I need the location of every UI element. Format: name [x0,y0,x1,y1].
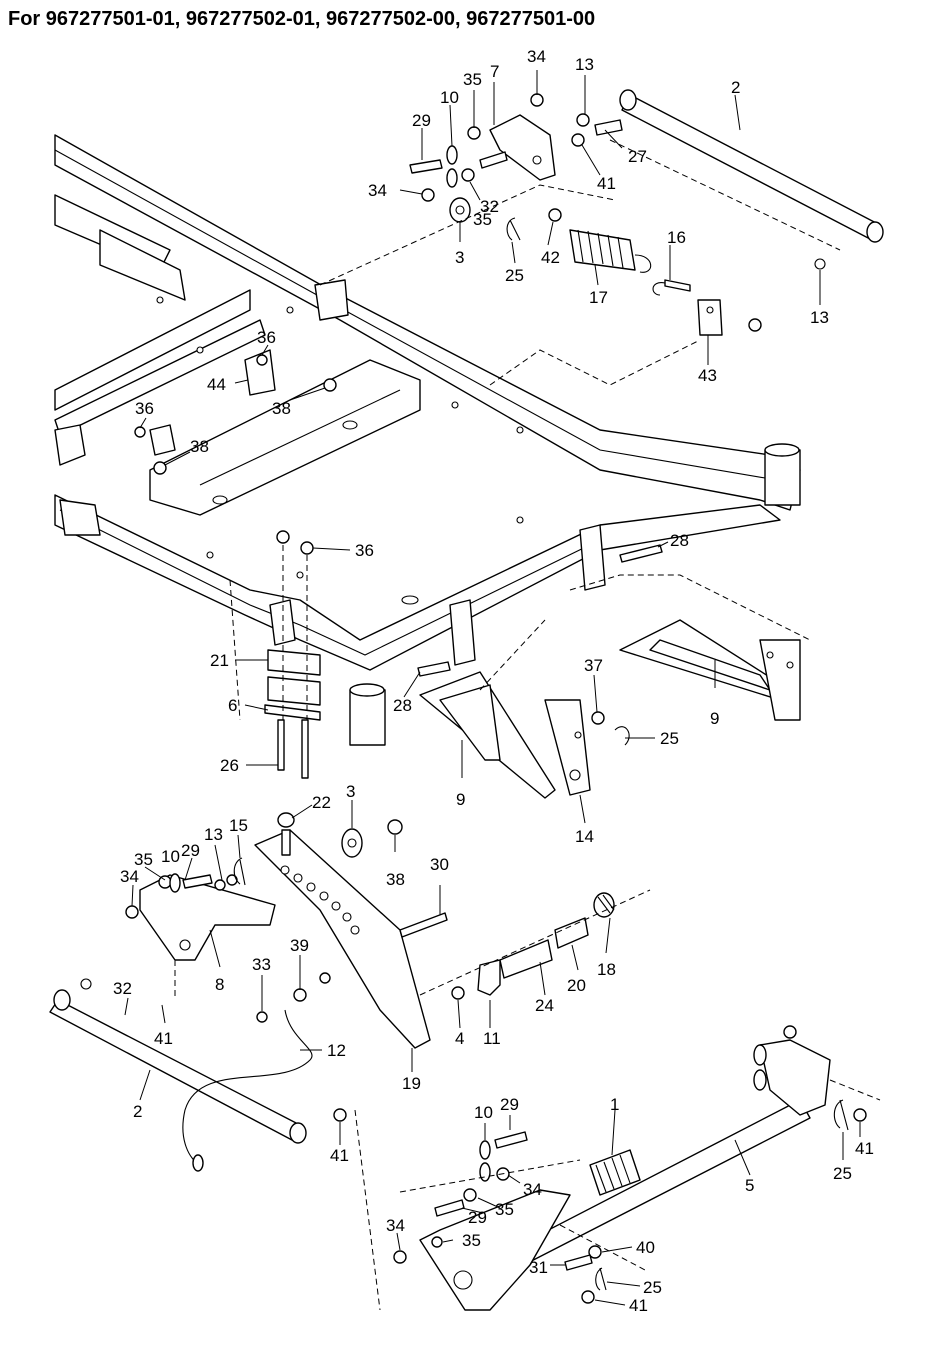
callout: 6 [228,696,237,715]
callout: 30 [430,855,449,874]
callout: 26 [220,756,239,775]
mower-frame [54,134,801,746]
callout: 36 [257,328,276,347]
callout: 36 [355,541,374,560]
callout: 16 [667,228,686,247]
callout: 10 [440,88,459,107]
callout: 21 [210,651,229,670]
callout: 43 [698,366,717,385]
callout: 13 [204,825,223,844]
lower-right-shaft-assembly [354,1025,881,1311]
callout-labels: 34 35 7 13 2 10 29 27 41 32 34 35 3 16 4… [113,47,874,1315]
callout: 41 [597,174,616,193]
callout: 29 [468,1208,487,1227]
callout: 34 [120,867,139,886]
callout: 32 [480,197,499,216]
callout: 1 [610,1095,619,1114]
lift-arms [417,544,801,799]
callout: 9 [456,790,465,809]
mid-brackets [134,349,337,475]
callout: 41 [855,1139,874,1158]
callout: 25 [833,1164,852,1183]
callout: 28 [670,531,689,550]
callout: 4 [455,1029,464,1048]
callout: 3 [346,782,355,801]
guide-lines [174,139,841,1000]
callout: 32 [113,979,132,998]
callout: 13 [810,308,829,327]
callout: 38 [272,399,291,418]
callout: 15 [229,816,248,835]
callout: 24 [535,996,554,1015]
callout: 35 [495,1200,514,1219]
callout: 35 [134,850,153,869]
callout: 29 [500,1095,519,1114]
callout: 34 [368,181,387,200]
callout: 36 [135,399,154,418]
callout: 2 [731,78,740,97]
callout: 10 [161,847,180,866]
upper-linkage-assembly [409,89,884,336]
callout: 20 [567,976,586,995]
callout: 41 [330,1146,349,1165]
callout: 3 [455,248,464,267]
callout: 31 [529,1258,548,1277]
callout: 41 [154,1029,173,1048]
callout: 35 [462,1231,481,1250]
callout: 39 [290,936,309,955]
callout: 27 [628,147,647,166]
lower-pedal-assembly [49,812,651,1172]
page-title: For 967277501-01, 967277502-01, 96727750… [8,8,596,30]
callout: 42 [541,248,560,267]
callout: 5 [745,1176,754,1195]
callout: 13 [575,55,594,74]
callout: 12 [327,1041,346,1060]
callout: 29 [181,841,200,860]
callout: 18 [597,960,616,979]
callout: 34 [523,1180,542,1199]
callout: 25 [505,266,524,285]
callout: 33 [252,955,271,974]
callout: 10 [474,1103,493,1122]
callout: 38 [190,437,209,456]
callout: 35 [463,70,482,89]
callout: 29 [412,111,431,130]
callout: 44 [207,375,226,394]
callout: 11 [483,1029,501,1048]
callout: 22 [312,793,331,812]
callout: 34 [386,1216,405,1235]
callout: 7 [490,62,499,81]
pivot-clamp-assembly [264,530,321,779]
callout: 17 [589,288,608,307]
callout: 2 [133,1102,142,1121]
callout: 35 [473,210,492,229]
callout: 9 [710,709,719,728]
callout: 8 [215,975,224,994]
callout: 38 [386,870,405,889]
callout: 19 [402,1074,421,1093]
callout: 25 [643,1278,662,1297]
callout: 40 [636,1238,655,1257]
callout: 37 [584,656,603,675]
callout: 34 [527,47,546,66]
callout: 25 [660,729,679,748]
callout: 28 [393,696,412,715]
callout: 41 [629,1296,648,1315]
callout: 14 [575,827,594,846]
leader-lines [124,70,861,1306]
